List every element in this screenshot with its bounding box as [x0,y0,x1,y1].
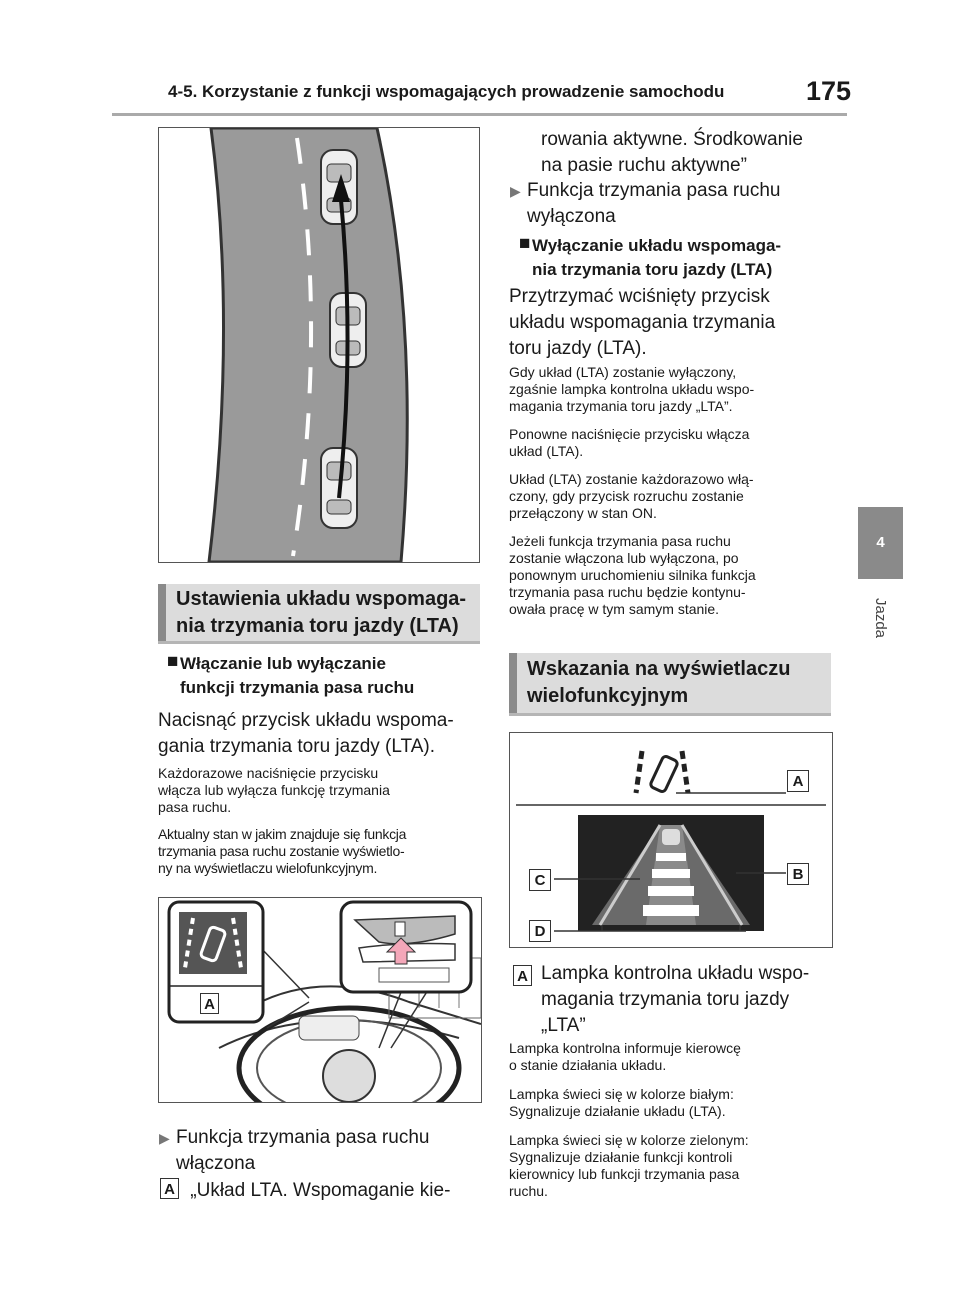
item-a-description: Lampka kontrolna układu wspo- magania tr… [541,963,810,1036]
display-diagram [516,750,826,932]
instruction-press-button: Nacisnąć przycisk układu wspoma- gania t… [158,710,454,757]
note-green-light: Lampka świeci się w kolorze zielonym: Sy… [509,1132,749,1199]
subheading-disable-lta: ■ Wyłączanie układu wspomaga- nia trzyma… [519,233,782,279]
callout-label-b: B [787,863,809,885]
header-rule [112,113,847,116]
inset-steering-button [339,900,473,994]
note-indicator-informs: Lampka kontrolna informuje kierowcę o st… [509,1040,741,1073]
square-bullet-icon: ■ [167,651,179,672]
triangle-bullet-icon: ▶ [159,1130,170,1146]
chapter-label: Jazda [872,597,889,639]
label-a-box: A [513,965,532,986]
direction-arrow-icon [332,174,350,202]
callout-label-a: A [787,770,809,792]
note-status-display: Aktualny stan w jakim znajduje się funkc… [158,826,407,876]
multi-info-display-illustration: A B C D [509,732,833,948]
lta-indicator-icon [633,750,691,794]
bullet-lane-on: ▶ Funkcja trzymania pasa ruchu włączona [159,1127,430,1174]
road-diagram [207,128,409,562]
dashboard-illustration: A [158,897,482,1103]
note-state-kept: Jeżeli funkcja trzymania pasa ruchu zost… [509,533,756,617]
note-press-again: Ponowne naciśnięcie przycisku włącza ukł… [509,426,750,459]
section-heading-lta-settings: Ustawienia układu wspomaga- nia trzymani… [158,584,480,644]
running-header-title: 4-5. Korzystanie z funkcji wspomagającyc… [168,82,725,101]
callout-label-d: D [529,920,551,942]
section-heading-display: Wskazania na wyświetlaczu wielofunkcyjny… [509,653,831,716]
label-a-box: A [160,1178,179,1199]
page-number: 175 [806,76,852,106]
indicator-message-a: A „Układ LTA. Wspomaganie kie- [160,1178,480,1204]
callout-label-c: C [529,869,551,891]
instruction-hold-button: Przytrzymać wciśnięty przycisk układu ws… [509,286,776,359]
triangle-bullet-icon: ▶ [510,183,521,199]
inset-lta-indicator [167,900,265,1024]
note-white-light: Lampka świeci się w kolorze białym: Sygn… [509,1086,734,1119]
note-lta-off: Gdy układ (LTA) zostanie wyłączony, zgaś… [509,364,755,414]
square-bullet-icon: ■ [519,233,531,254]
chapter-tab[interactable]: 4 [858,507,903,579]
note-start-switch: Układ (LTA) zostanie każdorazowo włą- cz… [509,471,754,521]
message-continued: rowania aktywne. Środkowanie na pasie ru… [541,129,803,176]
subheading-enable-disable: ■ Włączanie lub wyłączanie funkcji trzym… [167,651,415,697]
note-toggle: Każdorazowe naciśnięcie przycisku włącza… [158,765,390,815]
bullet-lane-off: ▶ Funkcja trzymania pasa ruchu wyłączona [510,180,781,227]
callout-label-a: A [200,993,219,1014]
lane-keeping-illustration [158,127,480,563]
